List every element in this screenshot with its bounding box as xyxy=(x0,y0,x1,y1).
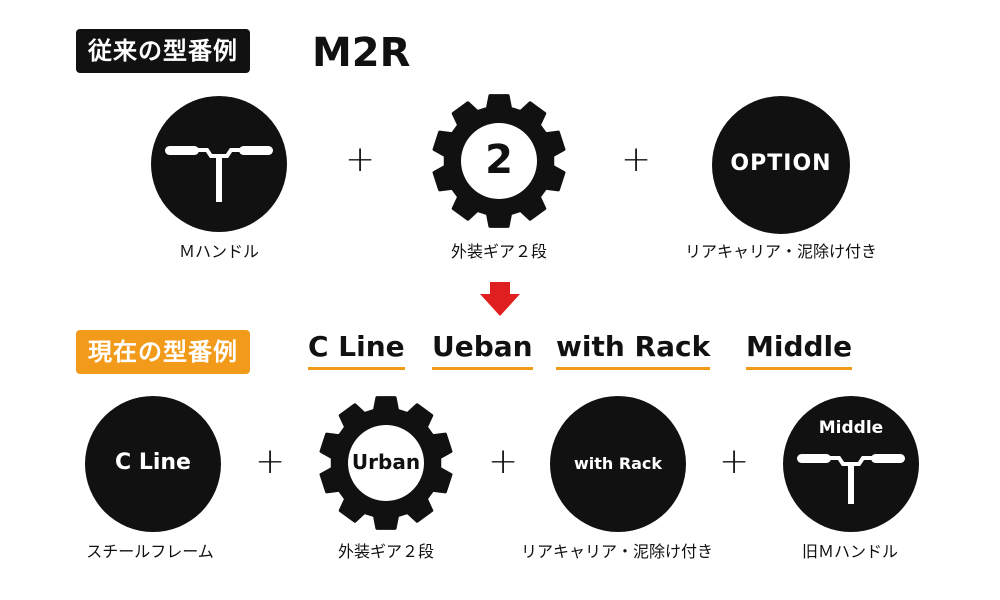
old-model-code: M2R xyxy=(312,30,411,76)
caption-with-rack: リアキャリア・泥除け付き xyxy=(520,542,714,561)
middle-label: Middle xyxy=(818,418,884,438)
gear-hole xyxy=(348,425,424,501)
plus-sign: + xyxy=(719,441,750,482)
plus-sign: + xyxy=(621,139,652,180)
caption-handlebar-old: Ｍハンドル xyxy=(178,242,260,261)
handlebar-circle-old xyxy=(151,96,287,232)
option-label: OPTION xyxy=(730,151,832,176)
gear-icon xyxy=(432,94,566,228)
middle-handlebar-circle: Middle xyxy=(783,396,919,532)
caption-middle: 旧Ｍハンドル xyxy=(801,542,899,561)
gear-hole xyxy=(461,123,537,199)
c-line-label: C Line xyxy=(115,450,191,475)
old-model-badge: 従来の型番例 xyxy=(76,29,250,73)
caption-gear-new: 外装ギア２段 xyxy=(337,542,435,561)
option-circle: OPTION xyxy=(712,96,850,234)
caption-c-line: スチールフレーム xyxy=(86,542,214,561)
plus-sign: + xyxy=(255,441,286,482)
model-segment: with Rack xyxy=(556,330,711,370)
gear-icon xyxy=(319,396,453,530)
c-line-circle: C Line xyxy=(85,396,221,532)
model-segment: Ueban xyxy=(432,330,533,370)
gear-inner-text: Urban xyxy=(351,450,421,474)
handlebar-icon xyxy=(165,146,273,202)
model-segment: C Line xyxy=(308,330,405,370)
handlebar-icon xyxy=(797,454,905,504)
plus-sign: + xyxy=(345,139,376,180)
caption-option-old: リアキャリア・泥除け付き xyxy=(684,242,878,261)
plus-sign: + xyxy=(488,441,519,482)
caption-gear-old: 外装ギア２段 xyxy=(450,242,548,261)
down-arrow-icon xyxy=(480,282,520,316)
gear-inner-text: 2 xyxy=(485,137,513,183)
new-model-badge: 現在の型番例 xyxy=(76,330,250,374)
model-segment: Middle xyxy=(746,330,853,370)
with-rack-label: with Rack xyxy=(573,454,663,473)
with-rack-circle: with Rack xyxy=(550,396,686,532)
